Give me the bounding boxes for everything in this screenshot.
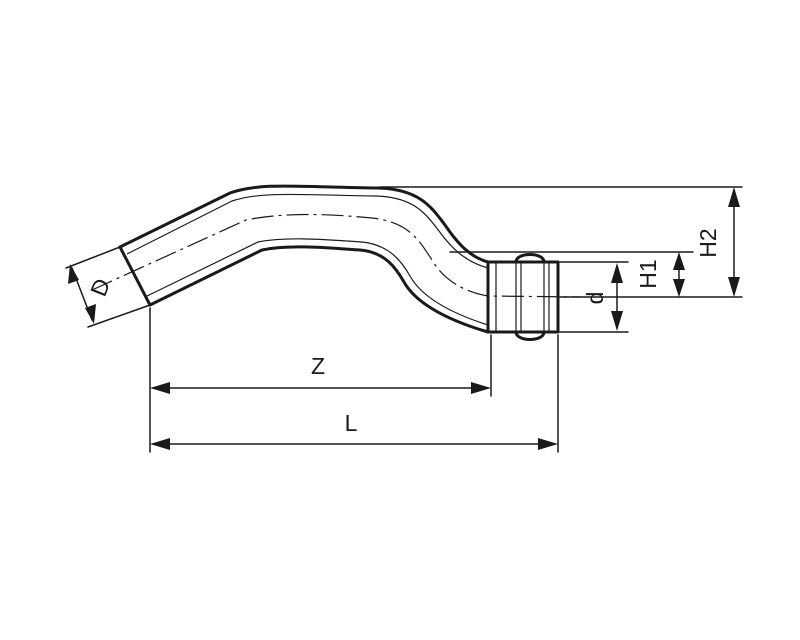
- dim-h1-arrow-bottom: [673, 279, 685, 297]
- pipe-outer-top-edge: [118, 184, 490, 264]
- dim-z-arrow-right: [471, 382, 491, 394]
- label-h2: H2: [695, 228, 721, 257]
- pipe-left-end: [118, 245, 152, 307]
- label-total-length: L: [345, 410, 358, 436]
- dimension-h2: H2: [695, 187, 740, 297]
- dim-d-arrow-bottom: [611, 311, 623, 331]
- dim-d-arrow-top: [611, 263, 623, 283]
- dim-l-arrow-left: [150, 438, 170, 450]
- extension-D-bottom: [87, 304, 151, 328]
- label-inner-diameter: d: [582, 292, 608, 305]
- dim-h2-arrow-bottom: [728, 277, 740, 297]
- dim-h2-arrow-top: [728, 187, 740, 207]
- extension-lines: [65, 186, 743, 453]
- dimension-outer-diameter: D: [68, 264, 115, 324]
- dim-h1-arrow-top: [673, 252, 685, 270]
- pipe-centerline: [91, 213, 581, 298]
- dimension-h1: H1: [635, 252, 685, 297]
- socket-bead-top: [514, 253, 546, 264]
- pipe-outer-bottom-edge: [148, 245, 490, 334]
- dim-D-arrow-top: [68, 264, 79, 284]
- pipe-inner-bottom-wall: [144, 238, 489, 326]
- socket-sleeve: [486, 260, 560, 334]
- press-socket: [486, 253, 560, 341]
- dim-l-arrow-right: [538, 438, 558, 450]
- label-h1: H1: [635, 259, 661, 288]
- pipe-inner-top-wall: [126, 193, 489, 269]
- dim-D-arrow-bottom: [85, 304, 96, 324]
- socket-bead-bottom: [514, 330, 546, 341]
- dimension-l: L: [150, 410, 558, 450]
- dimension-inner-diameter: d: [582, 263, 623, 331]
- label-insertion-length: Z: [311, 353, 325, 379]
- label-outer-diameter: D: [85, 275, 115, 300]
- extension-D-top: [65, 246, 121, 269]
- dimension-z: Z: [150, 353, 491, 394]
- dim-z-arrow-left: [150, 382, 170, 394]
- pipe-body: [91, 184, 581, 334]
